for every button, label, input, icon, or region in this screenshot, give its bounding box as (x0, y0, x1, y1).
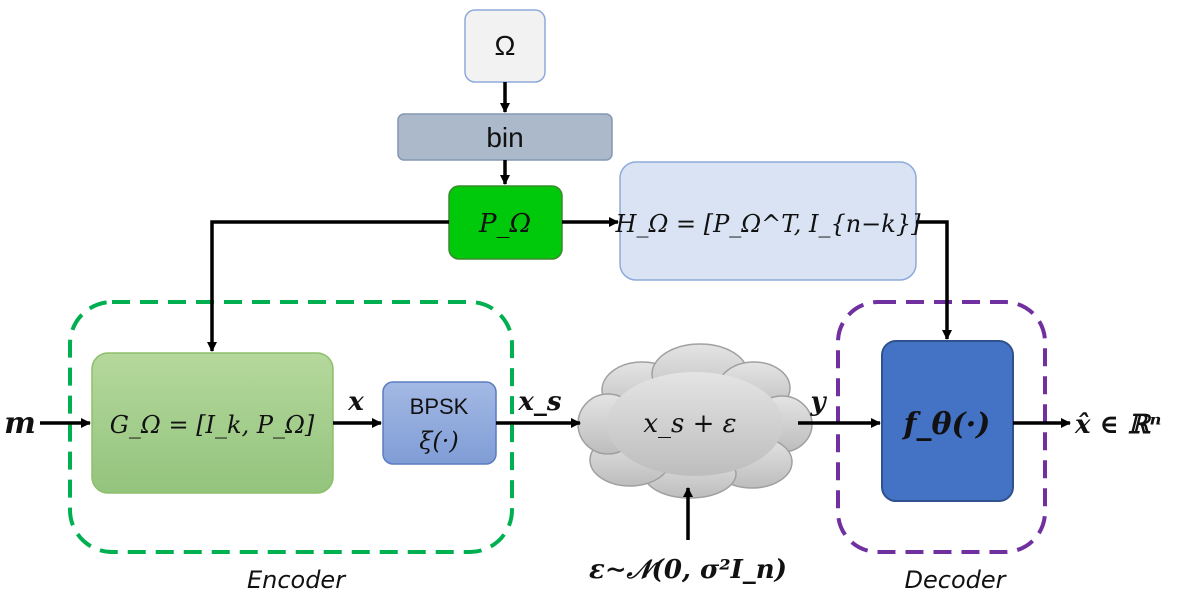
signal-x-s: x_s (517, 387, 562, 417)
encoder-group-border (68, 300, 514, 554)
arrow-p-to-g (207, 220, 449, 352)
p-omega-label: P_Ω (478, 209, 531, 239)
connectors (40, 82, 1071, 540)
noise-label: ε∼𝒩(0, σ²I_n) (589, 555, 787, 585)
bpsk-func: ξ(·) (419, 427, 459, 455)
decoder-group-label: Decoder (905, 566, 1008, 594)
signal-m: m (4, 406, 36, 441)
signal-y: y (809, 387, 827, 417)
channel-cloud (577, 343, 813, 499)
signal-x: x (347, 387, 364, 417)
g-omega-label: G_Ω = [I_k, P_Ω] (110, 411, 315, 439)
decoder-nn-box (881, 340, 1014, 502)
decoder-func-label: f_θ(·) (902, 407, 991, 442)
h-omega-label: H_Ω = [P_Ω^T, I_{n−k}] (615, 210, 922, 238)
output-label: x̂ ∈ ℝⁿ (1074, 410, 1161, 440)
bin-label: bin (486, 122, 523, 153)
bpsk-title: BPSK (410, 394, 469, 419)
omega-label: Ω (495, 30, 516, 61)
encoder-group-label: Encoder (247, 566, 347, 594)
arrow-h-to-decoder (916, 220, 952, 340)
decoder-group-border (836, 300, 1047, 554)
channel-label: x_s + ε (643, 409, 736, 439)
